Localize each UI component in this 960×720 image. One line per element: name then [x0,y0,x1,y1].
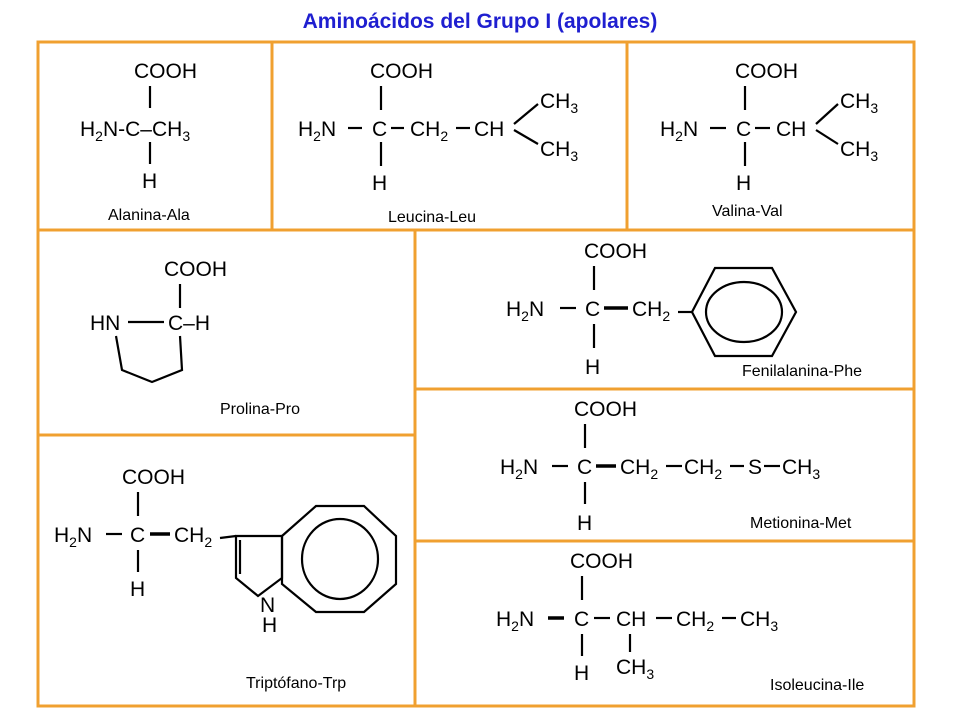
ch2-label: CH2 [410,118,448,144]
n-label: N [260,594,275,617]
c-label: C [574,608,589,631]
amino-group: H2N [660,118,698,144]
h-label: H [574,662,589,685]
caption-valina: Valina-Val [712,203,783,220]
ch-label: CH [776,118,806,141]
cooh-label: COOH [370,60,433,83]
ch3-label: CH3 [540,138,578,164]
ch-label: CH [474,118,504,141]
caption-triptofano: Triptófano-Trp [246,675,346,692]
cooh-label: COOH [570,550,633,573]
ch3-label: CH3 [840,138,878,164]
amino-group: H2N [496,608,534,634]
ch2-label: CH2 [620,456,658,482]
frames [36,40,916,708]
amino-group: H2N [298,118,336,144]
c-label: C [736,118,751,141]
structure-valina: COOH H2N C CH CH3 CH3 H Valina-Val [660,60,878,220]
ch2-label: CH2 [684,456,722,482]
ch-label: C–H [168,312,210,335]
amino-group: H2N [54,524,92,550]
structure-prolina: COOH HN C–H Prolina-Pro [90,258,300,418]
s-label: S [748,456,762,479]
caption-alanina: Alanina-Ala [108,207,190,224]
c-label: C [372,118,387,141]
h-label: H [372,172,387,195]
ch2-label: CH2 [676,608,714,634]
h-label: H [142,170,157,193]
structure-triptofano: COOH H2N C CH2 N H H Triptófano-Trp [54,466,398,692]
h-label: H [262,614,277,637]
cooh-label: COOH [584,240,647,263]
amino-group: H2N [506,298,544,324]
amino-group: H2N [500,456,538,482]
amino-group: H2N-C–CH3 [80,118,190,144]
structure-fenilalanina: COOH H2N C CH2 H Fenilalanina-Phe [506,240,862,380]
ch2-label: CH2 [174,524,212,550]
outer-frame [36,40,916,708]
h-label: H [585,356,600,379]
structure-leucina: COOH H2N C CH2 CH CH3 CH3 H Leucina-Leu [298,60,578,226]
page-title: Aminoácidos del Grupo I (apolares) [302,10,658,33]
cooh-label: COOH [735,60,798,83]
c-label: C [577,456,592,479]
h-label: H [130,578,145,601]
ch2-label: CH2 [632,298,670,324]
ch-label: CH [616,608,646,631]
ch3-label: CH3 [616,656,654,682]
structure-alanina: COOH H2N-C–CH3 H Alanina-Ala [80,60,197,224]
h-label: H [736,172,751,195]
ch3-label: CH3 [782,456,820,482]
hn-label: HN [90,312,120,335]
c-label: C [585,298,600,321]
cooh-label: COOH [134,60,197,83]
h-label: H [577,512,592,535]
structure-metionina: COOH H2N C CH2 CH2 S CH3 H Metionina-Met [500,398,852,535]
cooh-label: COOH [122,466,185,489]
ch3-label: CH3 [840,90,878,116]
c-label: C [130,524,145,547]
ch3-label: CH3 [740,608,778,634]
cooh-label: COOH [574,398,637,421]
caption-isoleucina: Isoleucina-Ile [770,677,864,694]
ch3-label: CH3 [540,90,578,116]
cooh-label: COOH [164,258,227,281]
caption-metionina: Metionina-Met [750,515,852,532]
caption-fenilalanina: Fenilalanina-Phe [742,363,862,380]
structure-isoleucina: COOH H2N C CH CH2 CH3 H CH3 Isoleucina-I… [496,550,864,694]
caption-prolina: Prolina-Pro [220,401,300,418]
caption-leucina: Leucina-Leu [388,209,476,226]
